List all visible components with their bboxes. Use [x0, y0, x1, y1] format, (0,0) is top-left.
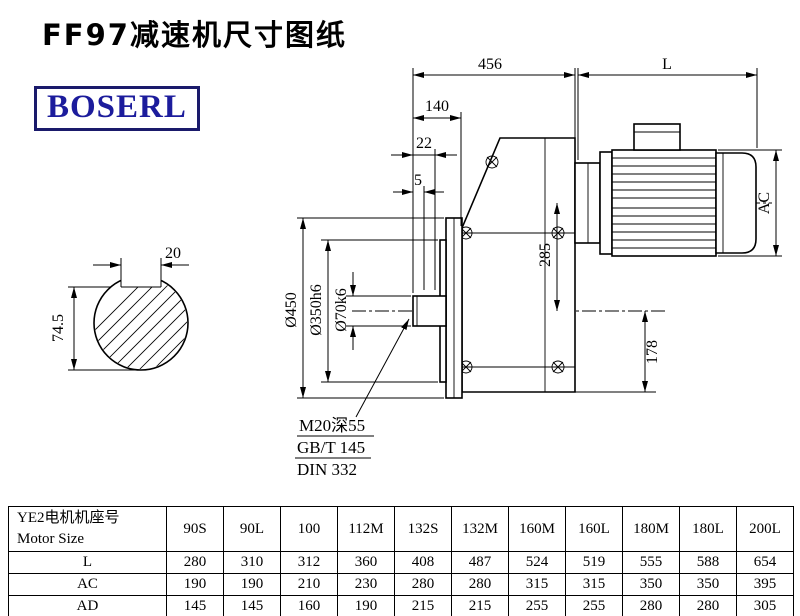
col-header: 132M — [451, 506, 509, 552]
motor-size-table: YE2电机机座号 Motor Size 90S 90L 100 112M 132… — [8, 506, 794, 616]
col-header: 180M — [622, 506, 680, 552]
value-cell: 360 — [337, 551, 395, 574]
value-cell: 215 — [394, 595, 452, 616]
dimensions-vertical: AC 285 178 — [537, 149, 782, 393]
value-cell: 487 — [451, 551, 509, 574]
header-en: Motor Size — [17, 531, 85, 547]
value-cell: 190 — [166, 573, 224, 596]
keyway-notch — [121, 268, 161, 287]
motor-size-header-cell: YE2电机机座号 Motor Size — [8, 506, 167, 552]
dim-456-label: 456 — [478, 56, 502, 73]
terminal-box — [633, 123, 681, 151]
value-cell: 255 — [565, 595, 623, 616]
col-header: 160L — [565, 506, 623, 552]
dim-5-label: 5 — [414, 172, 422, 189]
value-cell: 588 — [679, 551, 737, 574]
col-header: 112M — [337, 506, 395, 552]
note-standard-din: DIN 332 — [297, 460, 357, 479]
table-row-L: L 280 310 312 360 408 487 524 519 555 58… — [8, 551, 794, 574]
value-cell: 350 — [622, 573, 680, 596]
dim-shaft-label: Ø70k6 — [333, 288, 350, 332]
col-header: 90L — [223, 506, 281, 552]
row-label: AD — [8, 595, 167, 616]
value-cell: 230 — [337, 573, 395, 596]
col-header: 132S — [394, 506, 452, 552]
cooling-fins — [612, 157, 716, 249]
value-cell: 160 — [280, 595, 338, 616]
dim-140-label: 140 — [425, 98, 449, 115]
note-standard-gbt: GB/T 145 — [297, 438, 365, 457]
dim-key-width-label: 20 — [165, 245, 181, 262]
value-cell: 280 — [622, 595, 680, 616]
value-cell: 215 — [451, 595, 509, 616]
value-cell: 190 — [223, 573, 281, 596]
dimensions-top: 456 L 140 22 5 — [391, 56, 758, 293]
value-cell: 350 — [679, 573, 737, 596]
gearbox-housing — [459, 137, 576, 393]
value-cell: 312 — [280, 551, 338, 574]
value-cell: 310 — [223, 551, 281, 574]
dim-AC-label: AC — [756, 192, 773, 214]
shaft-cross-section: 20 74.5 — [50, 245, 189, 371]
value-cell: 315 — [508, 573, 566, 596]
value-cell: 555 — [622, 551, 680, 574]
brand-logo: BOSERL — [34, 86, 200, 131]
table-row-AD: AD 145 145 160 190 215 215 255 255 280 2… — [8, 595, 794, 616]
col-header: 90S — [166, 506, 224, 552]
motor — [574, 123, 757, 257]
tapped-hole-note: M20深55 GB/T 145 DIN 332 — [295, 318, 410, 479]
row-label: AC — [8, 573, 167, 596]
value-cell: 280 — [394, 573, 452, 596]
value-cell: 145 — [166, 595, 224, 616]
fan-cowl — [715, 152, 757, 254]
row-label: L — [8, 551, 167, 574]
header-cn: YE2电机机座号 — [17, 510, 120, 526]
col-header: 200L — [736, 506, 794, 552]
value-cell: 519 — [565, 551, 623, 574]
note-tapped-hole: M20深55 — [299, 416, 365, 435]
dim-178-label: 178 — [644, 340, 661, 364]
dim-22-label: 22 — [416, 135, 432, 152]
value-cell: 255 — [508, 595, 566, 616]
value-cell: 315 — [565, 573, 623, 596]
value-cell: 408 — [394, 551, 452, 574]
value-cell: 524 — [508, 551, 566, 574]
dimension-drawing: 20 74.5 — [50, 56, 782, 479]
dimensions-diameter: Ø450 Ø350h6 Ø70k6 — [283, 217, 444, 399]
dim-key-height-label: 74.5 — [50, 314, 67, 342]
output-shaft — [412, 295, 447, 327]
dim-spigot-label: Ø350h6 — [308, 284, 325, 336]
dim-L-label: L — [662, 56, 672, 73]
value-cell: 145 — [223, 595, 281, 616]
table-row-AC: AC 190 190 210 230 280 280 315 315 350 3… — [8, 573, 794, 596]
dim-flange-od-label: Ø450 — [283, 292, 300, 328]
dim-285-label: 285 — [537, 243, 554, 267]
value-cell: 654 — [736, 551, 794, 574]
col-header: 160M — [508, 506, 566, 552]
value-cell: 210 — [280, 573, 338, 596]
page-title: FF97减速机尺寸图纸 — [42, 18, 347, 52]
value-cell: 305 — [736, 595, 794, 616]
value-cell: 395 — [736, 573, 794, 596]
value-cell: 280 — [679, 595, 737, 616]
value-cell: 280 — [166, 551, 224, 574]
table-header-row: YE2电机机座号 Motor Size 90S 90L 100 112M 132… — [8, 506, 794, 552]
col-header: 100 — [280, 506, 338, 552]
col-header: 180L — [679, 506, 737, 552]
value-cell: 190 — [337, 595, 395, 616]
value-cell: 280 — [451, 573, 509, 596]
